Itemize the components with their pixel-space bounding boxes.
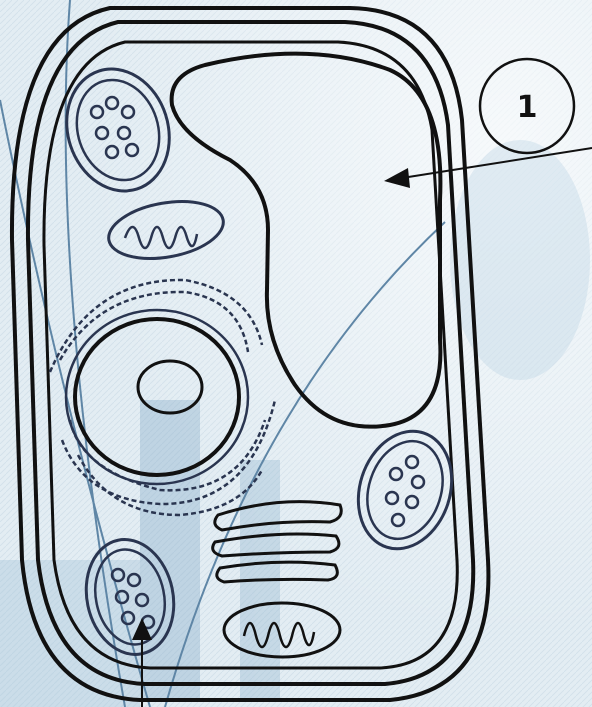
callout-number: 1 <box>517 90 538 125</box>
